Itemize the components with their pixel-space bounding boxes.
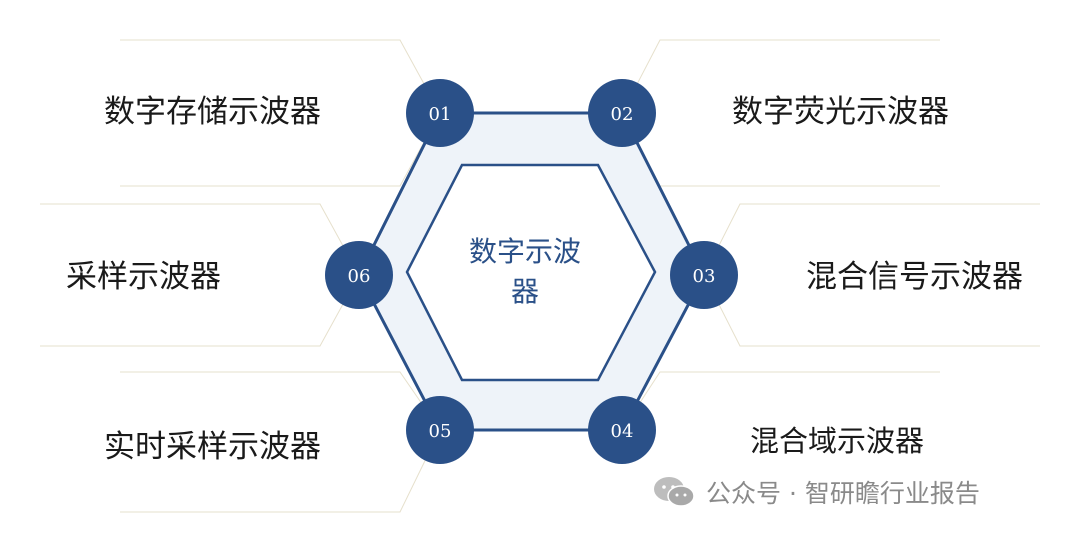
wechat-icon: [654, 477, 695, 507]
watermark-text: 公众号 · 智研瞻行业报告: [706, 479, 980, 508]
node-circle: [588, 79, 656, 147]
node-number: 03: [693, 266, 716, 287]
node-02: 02: [588, 79, 656, 147]
node-number: 04: [611, 421, 634, 442]
node-circle: [325, 241, 393, 309]
node-circle: [670, 241, 738, 309]
node-03: 03: [670, 241, 738, 309]
node-05: 05: [406, 396, 474, 464]
node-label-06: 采样示波器: [66, 259, 221, 295]
inner-hexagon: [405, 163, 657, 382]
node-number: 06: [348, 266, 371, 287]
node-label-05: 实时采样示波器: [104, 429, 321, 465]
node-04: 04: [588, 396, 656, 464]
node-number: 02: [611, 104, 634, 125]
watermark: 公众号 · 智研瞻行业报告: [652, 474, 980, 510]
node-label-04: 混合域示波器: [750, 424, 925, 458]
node-label-02: 数字荧光示波器: [732, 94, 949, 130]
node-01: 01: [406, 79, 474, 147]
node-label-03: 混合信号示波器: [806, 259, 1023, 295]
node-circle: [406, 396, 474, 464]
node-circle: [588, 396, 656, 464]
node-label-01: 数字存储示波器: [104, 94, 321, 130]
node-number: 01: [429, 104, 452, 125]
node-circle: [406, 79, 474, 147]
node-06: 06: [325, 241, 393, 309]
node-number: 05: [429, 421, 452, 442]
center-title: 数字示波器: [468, 235, 581, 308]
